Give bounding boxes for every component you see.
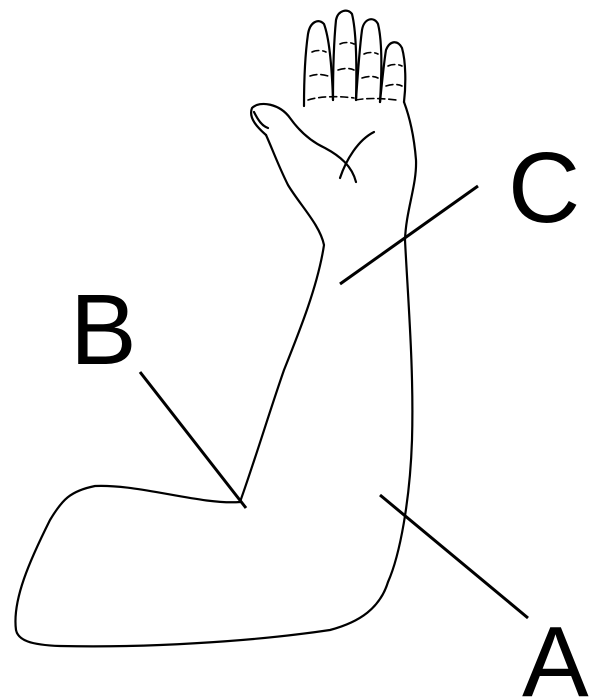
leader-line-a: [380, 495, 528, 618]
index-finger: [304, 21, 333, 106]
thumb: [251, 104, 356, 182]
middle-finger: [333, 11, 356, 100]
leader-line-b: [140, 372, 246, 508]
palm-crease: [340, 132, 374, 178]
little-finger: [380, 42, 405, 102]
label-c: C: [508, 132, 580, 244]
arm-inner-contour: [240, 135, 324, 502]
ring-finger: [356, 19, 381, 102]
label-a: A: [522, 606, 589, 700]
label-b: B: [70, 274, 137, 386]
leader-line-c: [340, 186, 478, 284]
